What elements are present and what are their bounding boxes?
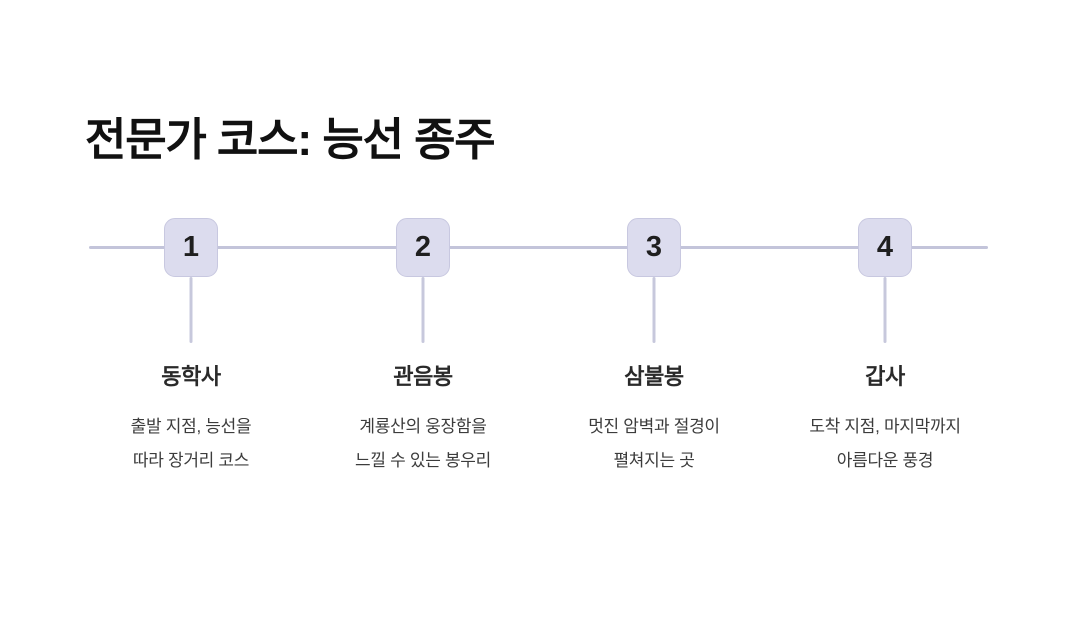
timeline-axis-line bbox=[89, 246, 988, 249]
timeline-badge-1[interactable]: 1 bbox=[164, 218, 218, 277]
timeline-stem-2 bbox=[421, 277, 425, 343]
timeline-node-3[interactable]: 3 bbox=[538, 200, 770, 360]
timeline-stem-3 bbox=[652, 277, 656, 343]
timeline-stem-1 bbox=[189, 277, 193, 343]
page-title: 전문가 코스: 능선 종주 bbox=[85, 114, 496, 166]
timeline-node-4[interactable]: 4 bbox=[769, 200, 1001, 360]
timeline-caption-title-1: 동학사 bbox=[161, 364, 221, 389]
timeline-captions: 동학사 출발 지점, 능선을 따라 장거리 코스 관음봉 계룡산의 웅장함을 느… bbox=[0, 363, 1076, 563]
timeline-node-1[interactable]: 1 bbox=[75, 200, 307, 360]
timeline-node-2[interactable]: 2 bbox=[307, 200, 539, 360]
timeline-badge-3[interactable]: 3 bbox=[627, 218, 681, 277]
timeline-badge-2[interactable]: 2 bbox=[396, 218, 450, 277]
timeline-caption-1: 동학사 출발 지점, 능선을 따라 장거리 코스 bbox=[75, 363, 307, 478]
timeline-caption-title-3: 삼불봉 bbox=[624, 364, 684, 389]
timeline-caption-desc-2: 계룡산의 웅장함을 느낄 수 있는 봉우리 bbox=[355, 416, 491, 470]
timeline-stem-4 bbox=[883, 277, 887, 343]
timeline-caption-desc-3: 멋진 암벽과 절경이 펼쳐지는 곳 bbox=[588, 416, 720, 470]
timeline-caption-desc-4: 도착 지점, 마지막까지 아름다운 풍경 bbox=[809, 416, 961, 470]
timeline-caption-3: 삼불봉 멋진 암벽과 절경이 펼쳐지는 곳 bbox=[538, 363, 770, 478]
timeline-caption-title-4: 갑사 bbox=[865, 364, 905, 389]
timeline-caption-4: 갑사 도착 지점, 마지막까지 아름다운 풍경 bbox=[769, 363, 1001, 478]
timeline-caption-title-2: 관음봉 bbox=[393, 364, 453, 389]
timeline-caption-2: 관음봉 계룡산의 웅장함을 느낄 수 있는 봉우리 bbox=[307, 363, 539, 478]
timeline-caption-desc-1: 출발 지점, 능선을 따라 장거리 코스 bbox=[130, 416, 252, 470]
timeline: 1 2 3 4 bbox=[0, 200, 1076, 360]
timeline-badge-4[interactable]: 4 bbox=[858, 218, 912, 277]
